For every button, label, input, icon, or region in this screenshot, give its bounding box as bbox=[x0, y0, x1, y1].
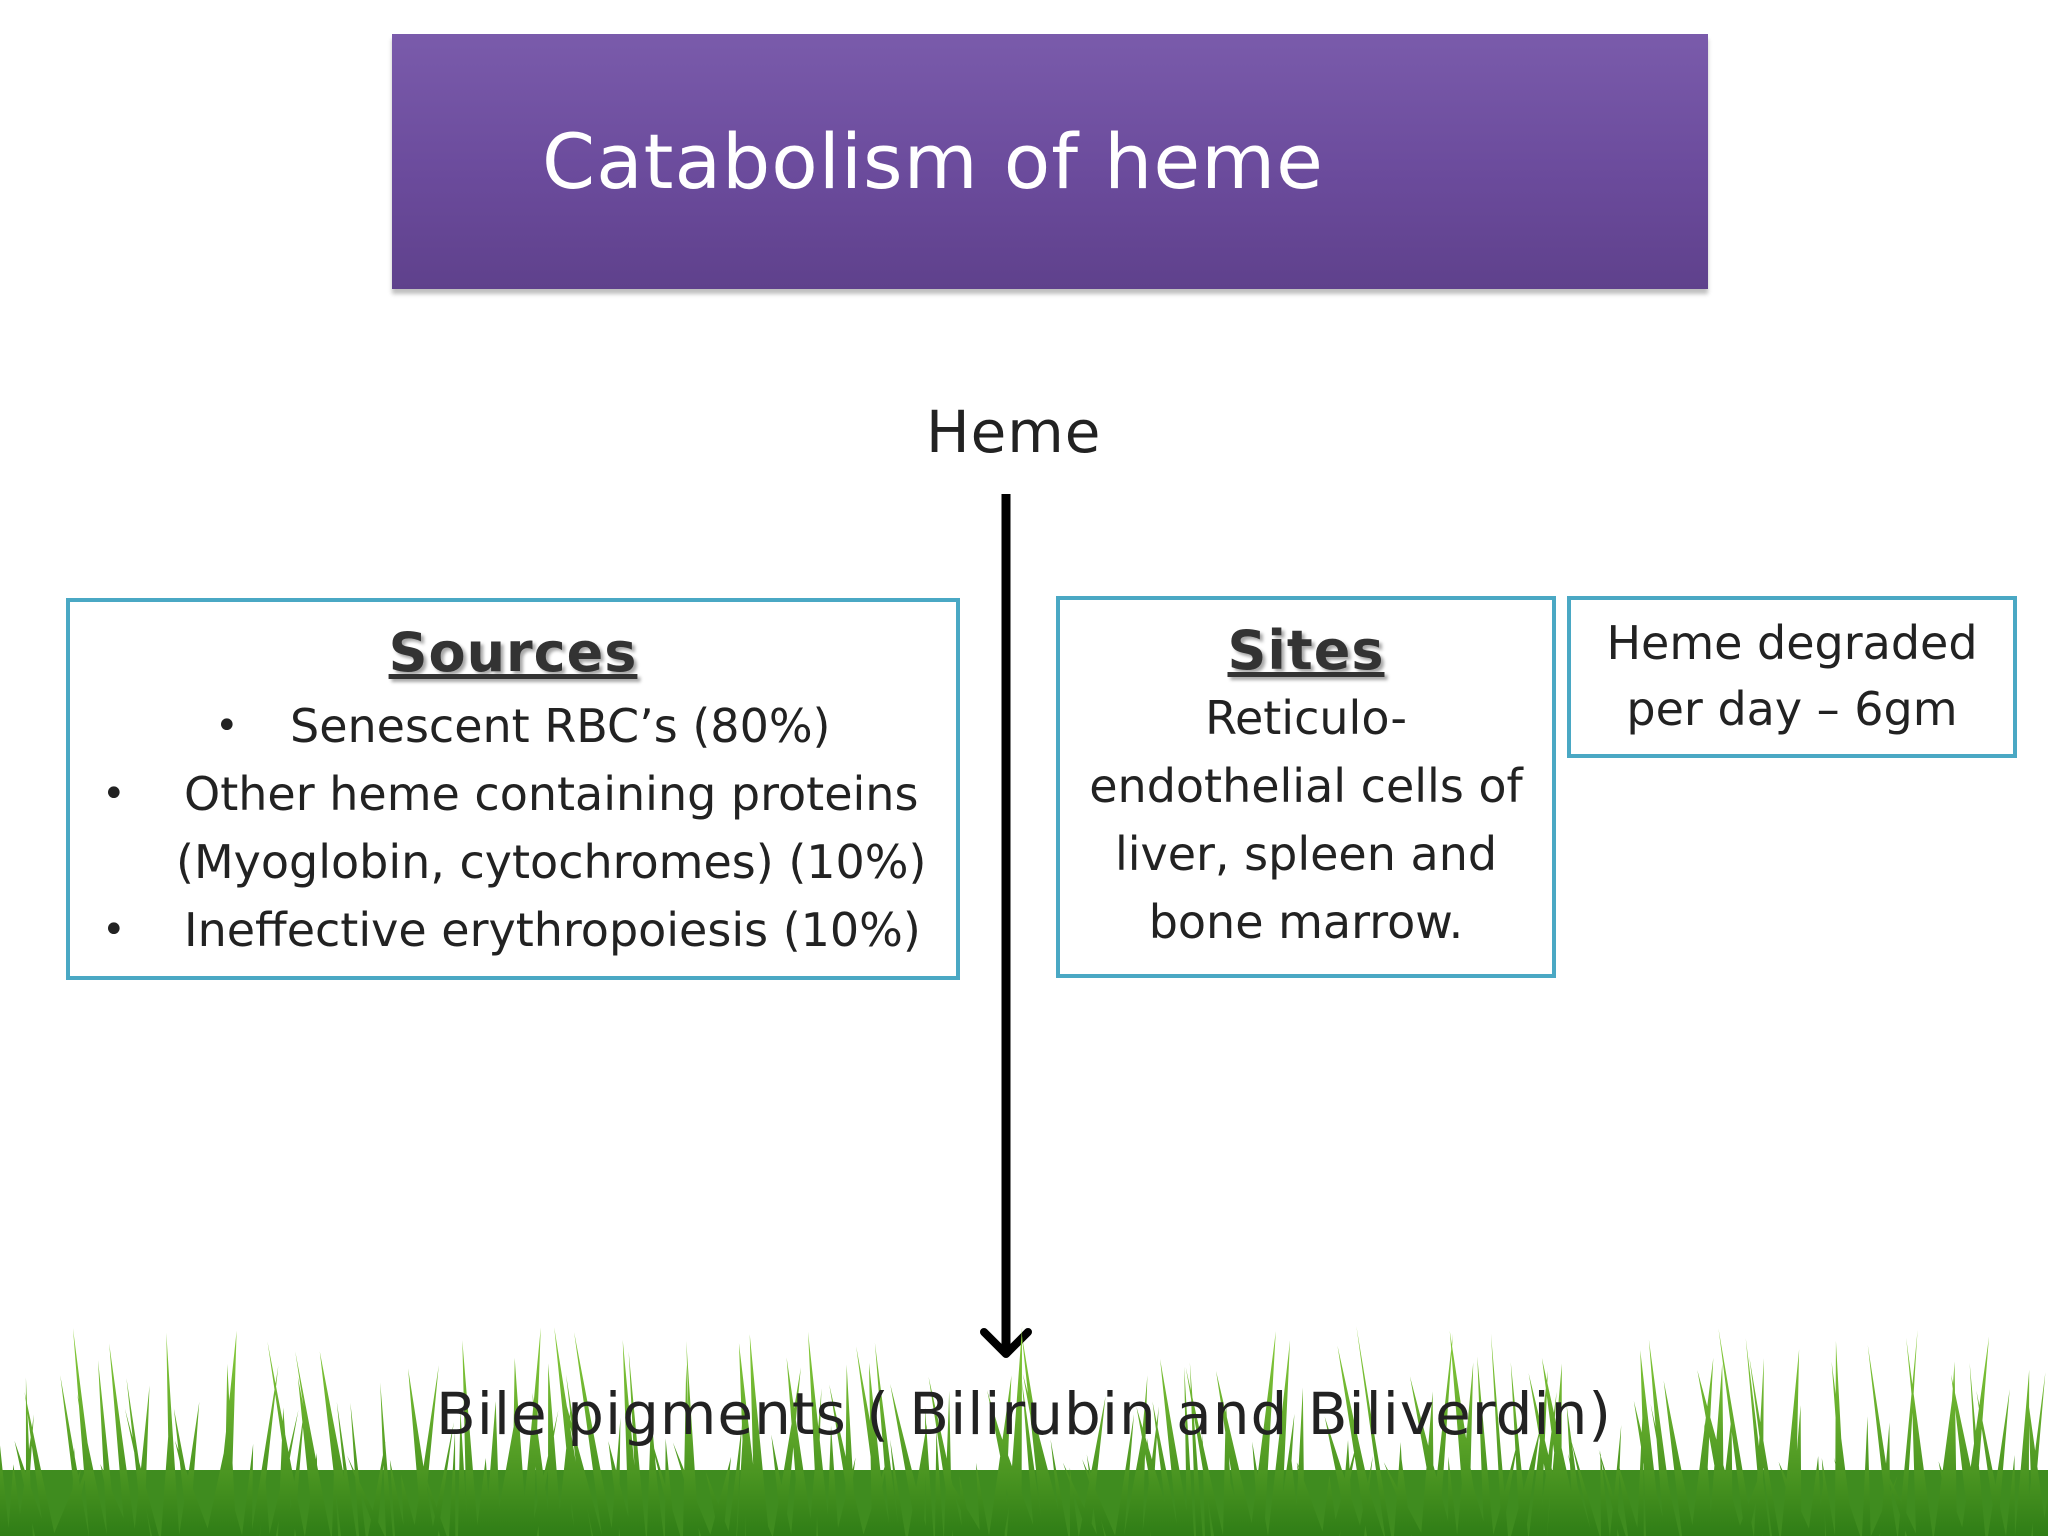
sources-heading: Sources bbox=[388, 621, 638, 684]
grass-decoration bbox=[0, 1326, 2048, 1536]
sites-description: Reticulo- endothelial cells of liver, sp… bbox=[1089, 691, 1523, 949]
sources-box: Sources • Senescent RBC’s (80%) • Other … bbox=[66, 598, 960, 980]
list-item: • Other heme containing proteins bbox=[70, 760, 956, 828]
bile-pigments-label: Bile pigments ( Bilirubin and Biliverdin… bbox=[436, 1380, 1612, 1448]
bullet-icon: • bbox=[102, 907, 126, 953]
list-item: • Senescent RBC’s (80%) bbox=[70, 692, 956, 760]
heme-node-label: Heme bbox=[926, 398, 1102, 466]
heme-degraded-text: Heme degraded per day – 6gm bbox=[1606, 616, 1978, 736]
sites-heading: Sites bbox=[1227, 619, 1385, 682]
bullet-icon: • bbox=[215, 703, 239, 749]
list-item: • Ineffective erythropoiesis (10%) bbox=[70, 896, 956, 964]
bullet-icon: • bbox=[102, 771, 126, 817]
list-item-continuation: (Myoglobin, cytochromes) (10%) bbox=[176, 835, 927, 889]
sources-list: • Senescent RBC’s (80%) • Other heme con… bbox=[70, 692, 956, 964]
title-banner: Catabolism of heme bbox=[392, 34, 1708, 289]
flow-arrow bbox=[980, 494, 1032, 1358]
sites-box: Sites Reticulo- endothelial cells of liv… bbox=[1056, 596, 1556, 978]
slide-title: Catabolism of heme bbox=[542, 117, 1324, 206]
heme-degraded-box: Heme degraded per day – 6gm bbox=[1567, 596, 2017, 758]
